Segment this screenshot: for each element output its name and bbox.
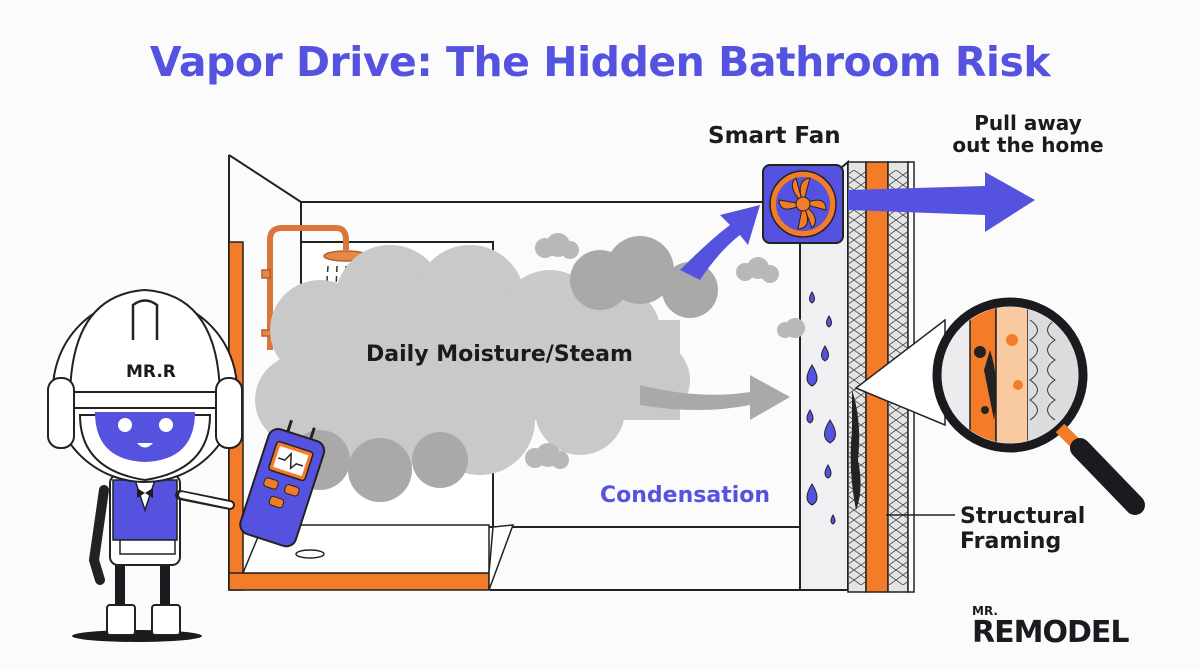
logo-small-text: MR. xyxy=(972,604,998,618)
vapor-drive-arrow xyxy=(640,375,790,420)
smart-fan-label: Smart Fan xyxy=(708,123,841,149)
steam-cloud xyxy=(255,245,690,475)
fan-intake-arrow xyxy=(680,205,760,280)
logo-big-text: REMODEL xyxy=(972,615,1129,650)
small-clouds xyxy=(525,233,805,469)
pull-away-line-1: Pull away xyxy=(974,111,1082,135)
brand-logo: MR. REMODEL xyxy=(972,604,1129,650)
mascot-robot xyxy=(47,288,243,642)
steam-label: Daily Moisture/Steam xyxy=(366,342,633,367)
moisture-meter-icon xyxy=(239,419,326,548)
condensation-drops xyxy=(806,291,836,525)
diagram-title: Vapor Drive: The Hidden Bathroom Risk xyxy=(149,38,1051,86)
helmet-label: MR.R xyxy=(126,362,176,382)
smart-fan-icon xyxy=(762,164,844,244)
structural-line-2: Framing xyxy=(960,528,1062,554)
pull-away-line-2: out the home xyxy=(952,133,1104,158)
structural-framing-label: Structural Framing xyxy=(960,504,1086,554)
condensation-label: Condensation xyxy=(600,483,771,508)
pull-away-label: Pull away out the home xyxy=(948,112,1108,157)
structural-line-1: Structural xyxy=(960,504,1086,529)
exhaust-arrow xyxy=(848,172,1035,232)
mold-patch xyxy=(850,390,861,510)
insulation-left xyxy=(849,170,865,585)
